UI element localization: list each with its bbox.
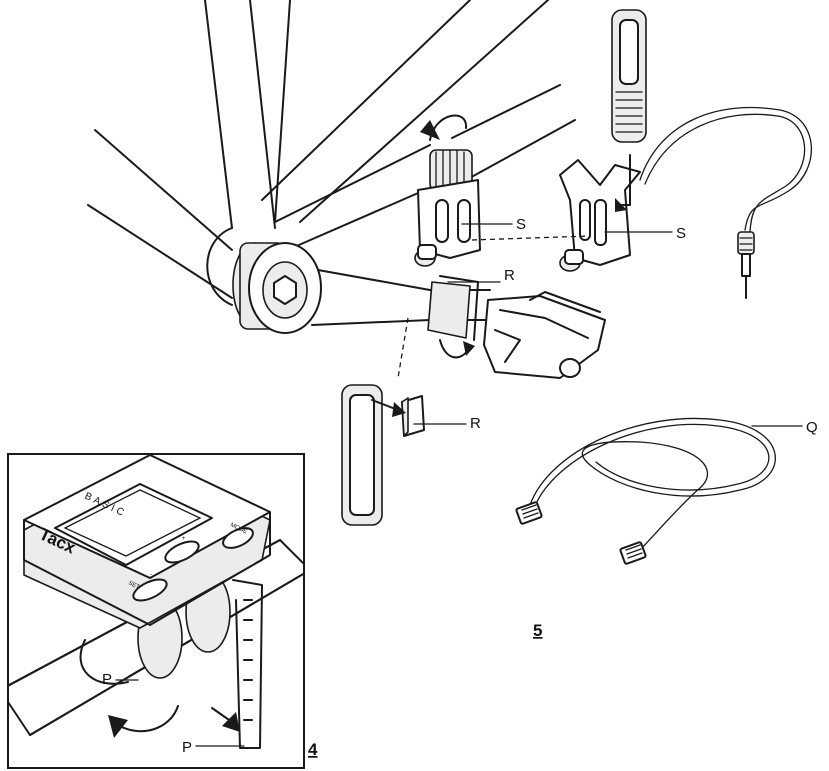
arrow-icon xyxy=(222,712,240,732)
cable-q xyxy=(515,417,776,565)
rubber-strap xyxy=(611,9,647,143)
sensor-detached xyxy=(559,159,641,272)
label-p-bottom: P xyxy=(182,739,192,756)
arrow-icon xyxy=(420,120,440,140)
label-s-left: S xyxy=(516,216,526,233)
label-s-right: S xyxy=(676,225,686,242)
bicycle-frame xyxy=(87,0,576,306)
button-plus-label: + xyxy=(182,536,186,542)
sensor-cable xyxy=(639,106,812,299)
magnet-detached xyxy=(341,384,425,526)
figure-number-4: 4 xyxy=(308,740,318,759)
button-minus-label: - xyxy=(150,572,152,578)
label-p-top: P xyxy=(102,671,112,688)
button-set-label: SET xyxy=(127,580,140,591)
label-q: Q xyxy=(806,419,818,436)
arrow-icon xyxy=(108,715,128,738)
figure-number-5: 5 xyxy=(533,621,542,640)
label-r-top: R xyxy=(504,267,515,284)
arrow-icon xyxy=(615,198,627,212)
label-r-bottom: R xyxy=(470,415,481,432)
arrow-icon xyxy=(392,402,406,417)
crank-arm xyxy=(232,242,493,341)
sensor-mounted xyxy=(414,149,481,267)
arrow-icon xyxy=(463,341,475,356)
inset-figure-4: Tacx BASIC SET MODE + - P P xyxy=(7,453,305,769)
pedal xyxy=(483,291,606,379)
